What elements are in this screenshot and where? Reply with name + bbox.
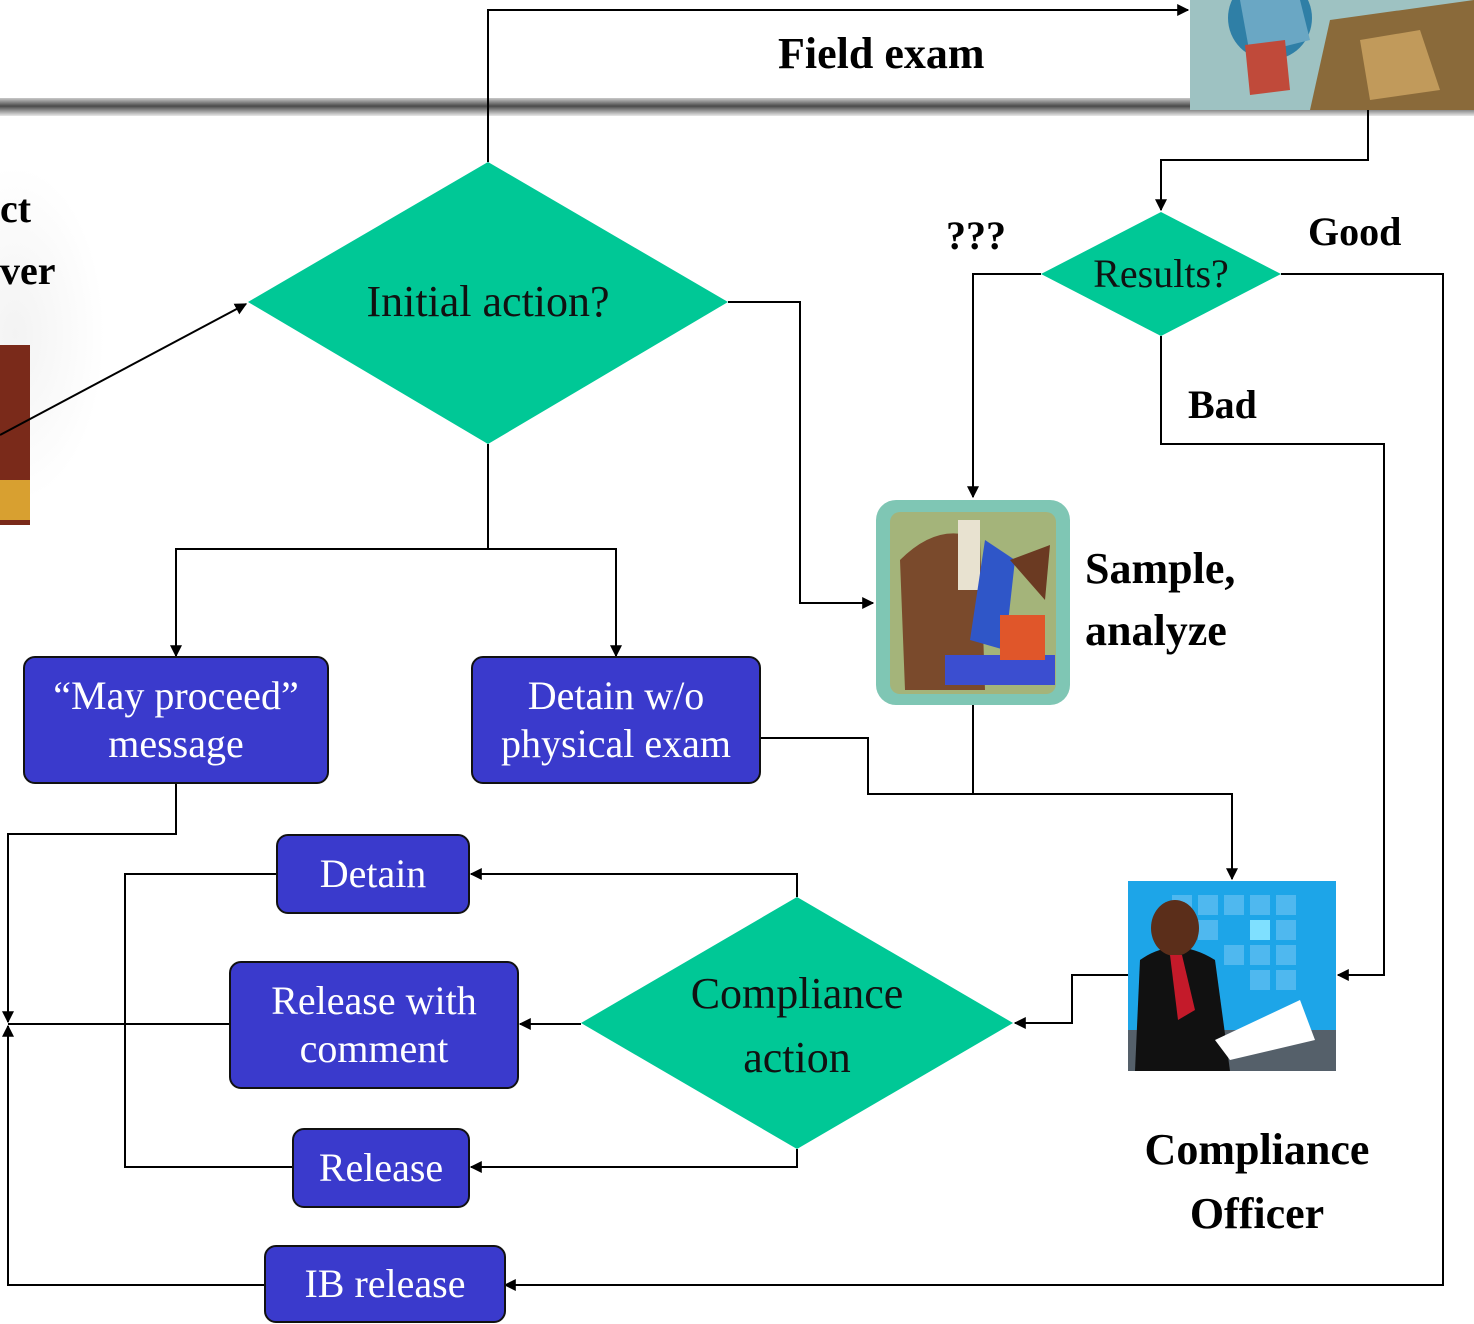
- connector-results-bad: [1160, 336, 1385, 981]
- officer-label-line1: Compliance: [1144, 1125, 1370, 1174]
- release-with-comment-box: Release with comment: [229, 961, 519, 1089]
- connector-to-detain-no-exam: [488, 548, 622, 658]
- cut-off-line2: ver: [0, 248, 56, 293]
- unknown-result-label: ???: [946, 213, 1006, 258]
- ib-release-box: IB release: [264, 1245, 506, 1323]
- compliance-text-line2: action: [743, 1032, 851, 1082]
- connector-may-proceed-to-left: [2, 784, 177, 1024]
- title-bar: [0, 98, 1474, 116]
- background-glow: [0, 110, 300, 670]
- connector-sample-down: [972, 705, 1238, 881]
- release-box: Release: [292, 1128, 470, 1208]
- release-comment-line2: comment: [299, 1026, 449, 1071]
- connector-to-may-proceed: [170, 548, 488, 658]
- connector-compliance-to-detain: [469, 868, 798, 897]
- connector-initial-to-sample: [728, 301, 875, 609]
- connector-detain-to-merge: [760, 737, 973, 795]
- detain-box: Detain: [276, 834, 470, 914]
- sample-label-line1: Sample,: [1085, 544, 1236, 593]
- connector-left-clipart-to-initial: [0, 303, 248, 436]
- person-clipart-icon: [0, 345, 30, 525]
- connector-release-merge: [124, 873, 292, 1168]
- microscope-clipart-icon: [876, 500, 1070, 705]
- decision-results: [1041, 212, 1281, 336]
- results-text: Results?: [1093, 251, 1229, 296]
- connector-compliance-to-release: [469, 1149, 798, 1173]
- may-proceed-line1: “May proceed”: [53, 673, 299, 718]
- compliance-text-line1: Compliance: [690, 969, 904, 1018]
- connector-field-exam: [487, 4, 1190, 162]
- connector-results-good: [503, 273, 1444, 1291]
- decision-initial-action: [248, 162, 728, 444]
- compliance-officer-label: Compliance Officer: [1112, 1118, 1402, 1246]
- businessman-clipart-icon: [1128, 881, 1336, 1071]
- detain-without-exam-line2: physical exam: [501, 721, 731, 766]
- may-proceed-box: “May proceed” message: [23, 656, 329, 784]
- globe-clipart-icon: [1190, 0, 1474, 110]
- compliance-action-text: Compliance action: [647, 962, 947, 1090]
- cut-off-label: ct ver: [0, 178, 56, 302]
- decision-compliance-action: [581, 897, 1013, 1149]
- initial-action-text: Initial action?: [366, 277, 610, 326]
- cut-off-line1: ct: [0, 186, 32, 231]
- may-proceed-line2: message: [108, 721, 244, 766]
- connector-ib-release-to-left: [1, 1024, 264, 1286]
- field-exam-label: Field exam: [778, 29, 985, 78]
- detain-without-exam-box: Detain w/o physical exam: [471, 656, 761, 784]
- sample-label-line2: analyze: [1085, 605, 1227, 655]
- sample-analyze-label: Sample, analyze: [1085, 538, 1235, 661]
- detain-without-exam-line1: Detain w/o: [527, 673, 705, 718]
- good-result-label: Good: [1308, 209, 1402, 254]
- connector-officer-to-compliance: [1013, 974, 1128, 1029]
- connector-results-unknown: [967, 273, 1041, 499]
- release-comment-line1: Release with: [271, 978, 477, 1023]
- officer-label-line2: Officer: [1189, 1188, 1325, 1238]
- bad-result-label: Bad: [1188, 382, 1257, 427]
- connector-globe-to-results: [1155, 110, 1369, 212]
